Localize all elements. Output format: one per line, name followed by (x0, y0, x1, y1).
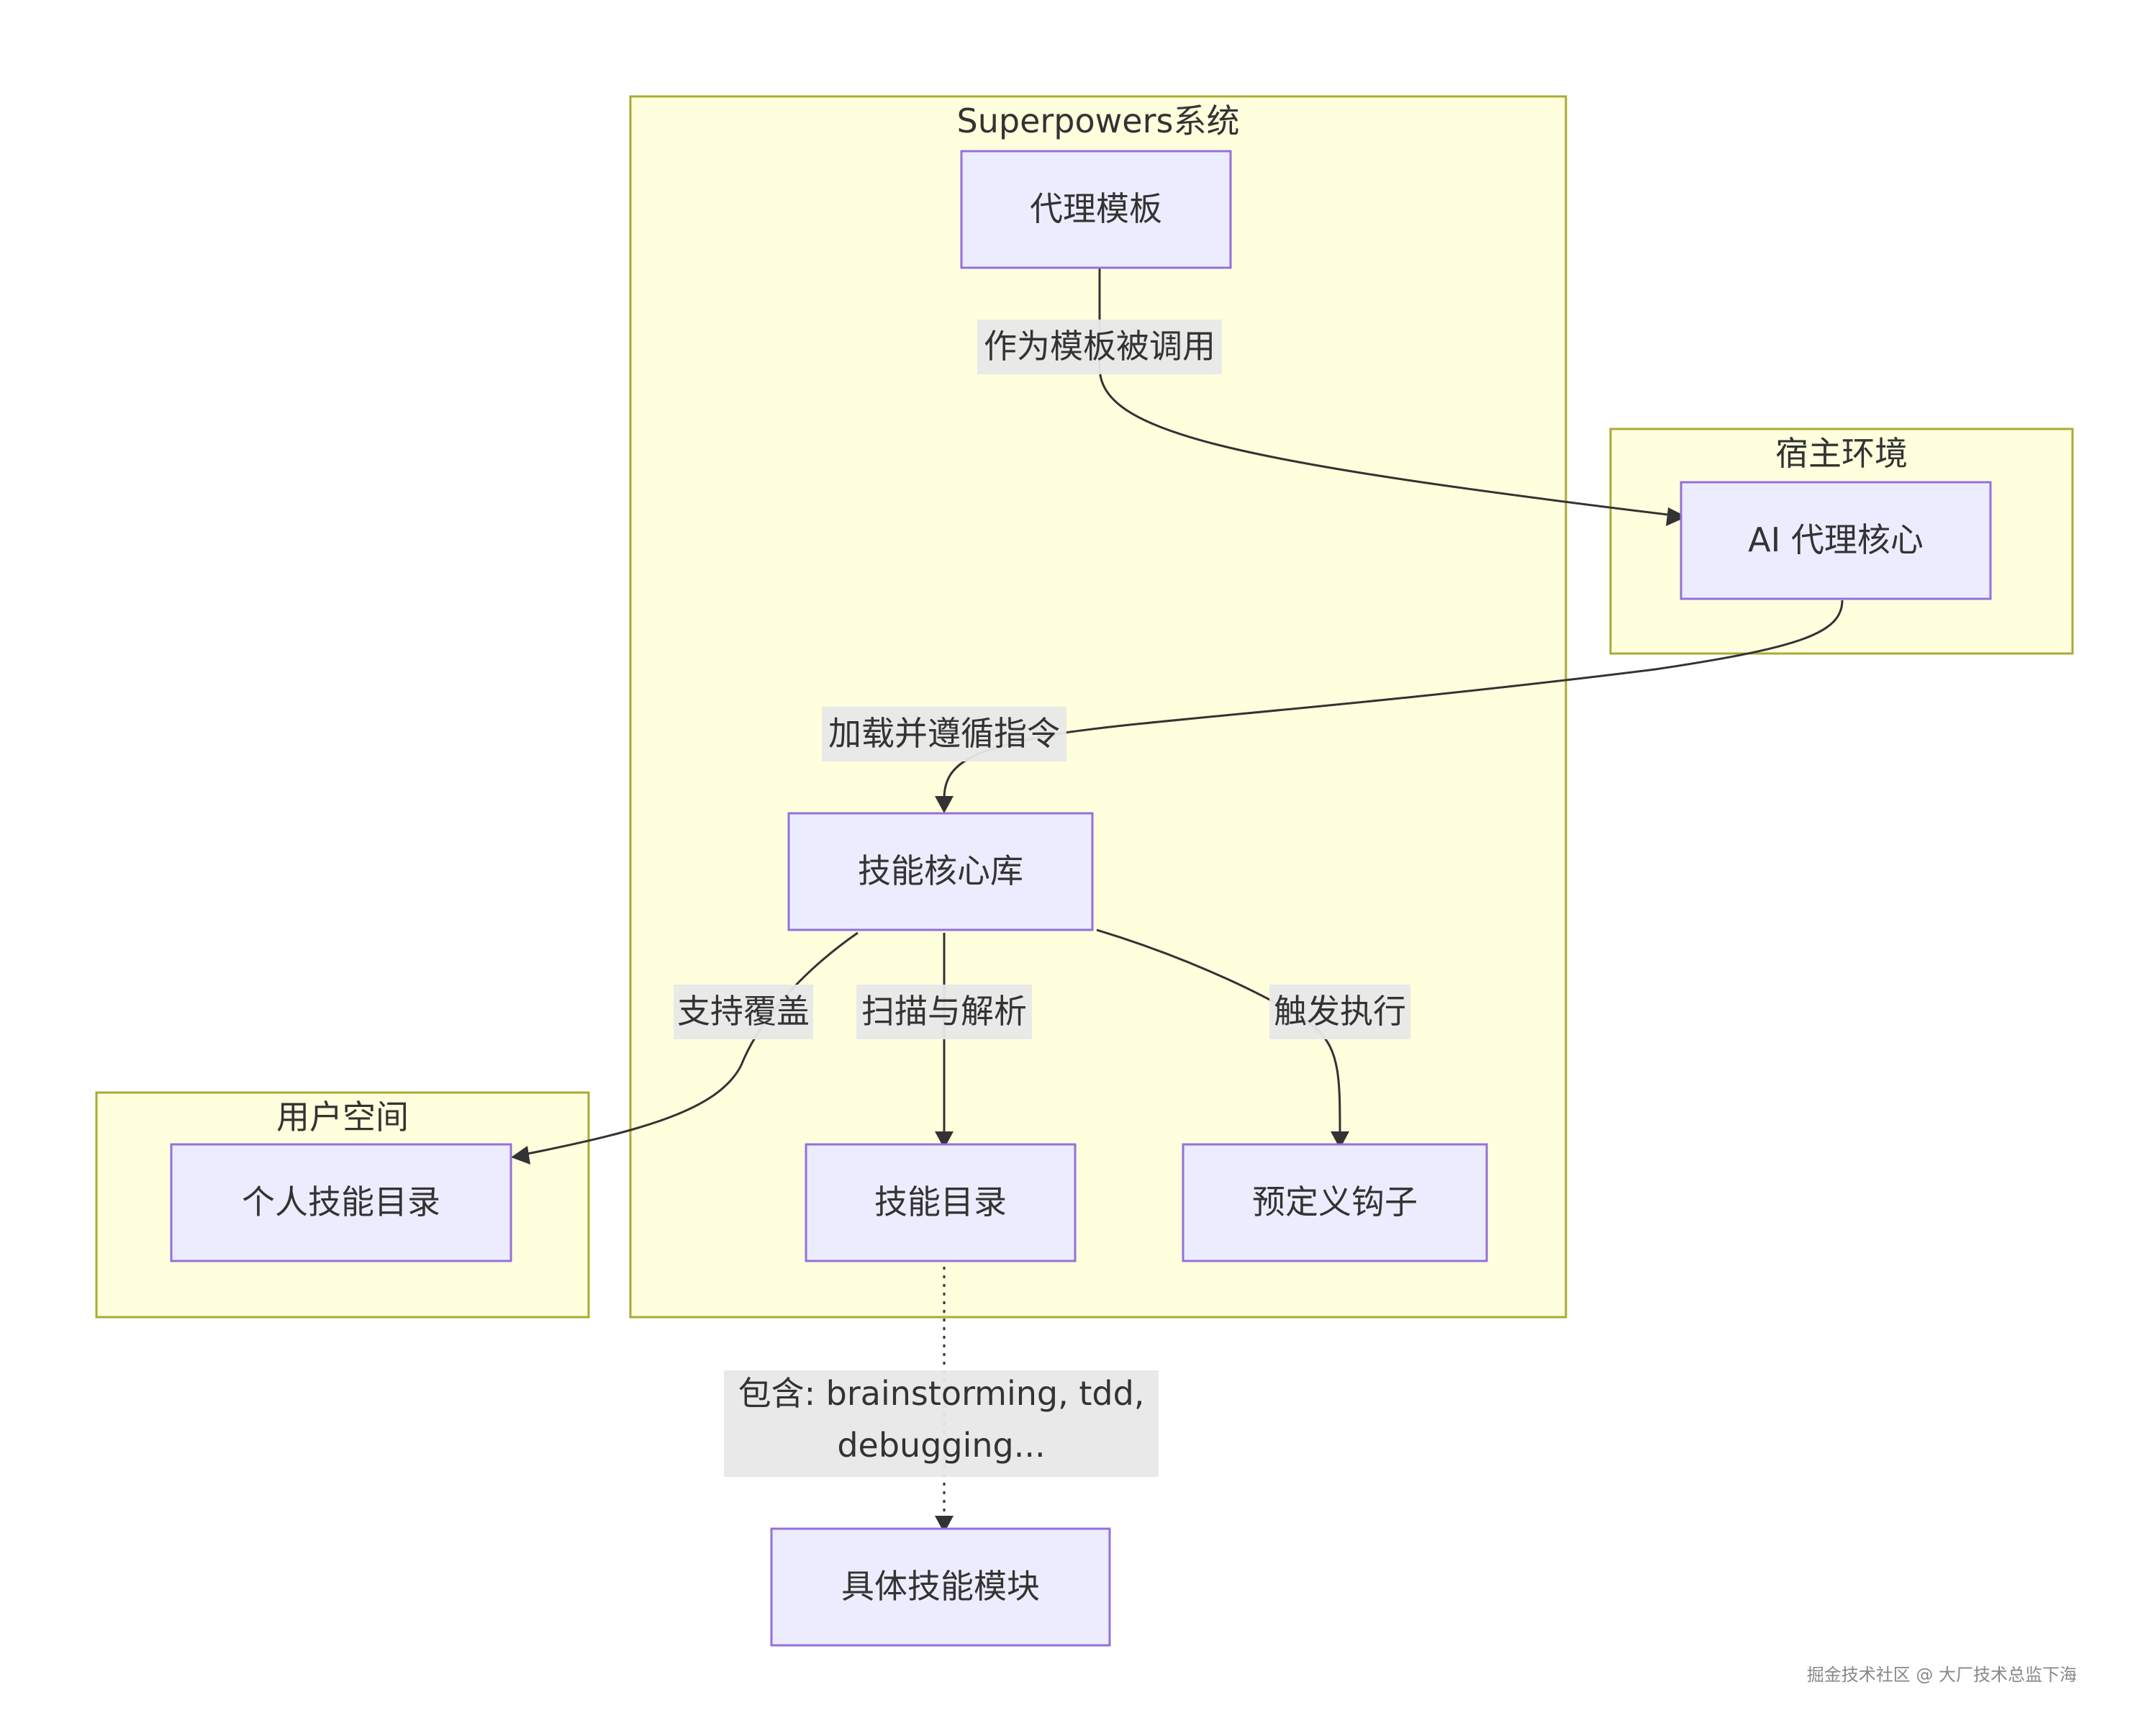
edge-core-to-library-arrowhead (935, 796, 954, 813)
watermark: 掘金技术社区 @ 大厂技术总监下海 (1806, 1665, 2077, 1685)
edge-override-arrowhead (511, 1146, 530, 1165)
cluster-user-title: 用户空间 (276, 1098, 409, 1136)
edge-override (523, 931, 859, 1156)
svg-text:代理模板: 代理模板 (1030, 189, 1162, 228)
cluster-host-title: 宿主环境 (1775, 434, 1908, 473)
node-skill-modules[interactable]: 具体技能模块 (770, 1527, 1111, 1647)
edge-contains-arrowhead (935, 1516, 954, 1533)
edge-label-scan-parse: 扫描与解析 (856, 985, 1032, 1039)
svg-text:支持覆盖: 支持覆盖 (677, 992, 810, 1031)
edge-label-contains-line2: debugging... (837, 1426, 1045, 1465)
svg-text:技能核心库: 技能核心库 (858, 851, 1023, 890)
edge-label-contains-line1: 包含: brainstorming, tdd, (738, 1374, 1145, 1413)
node-hooks[interactable]: 预定义钩子 (1182, 1143, 1488, 1262)
svg-text:预定义钩子: 预定义钩子 (1252, 1183, 1418, 1221)
edge-scan-parse-arrowhead (935, 1131, 954, 1149)
node-agent-template[interactable]: 代理模板 (960, 150, 1232, 269)
cluster-superpowers-title: Superpowers系统 (957, 101, 1240, 140)
node-skill-core[interactable]: 技能核心库 (787, 812, 1094, 931)
edge-template-to-core-arrowhead (1666, 507, 1687, 526)
edge-label-trigger: 触发执行 (1269, 985, 1410, 1039)
edge-template-to-core (1098, 268, 1686, 518)
svg-text:触发执行: 触发执行 (1274, 992, 1406, 1031)
edge-label-template-to-core: 作为模板被调用 (977, 320, 1222, 374)
svg-text:个人技能目录: 个人技能目录 (242, 1183, 440, 1221)
svg-text:作为模板被调用: 作为模板被调用 (984, 327, 1215, 366)
cluster-superpowers: Superpowers系统 (629, 95, 1567, 1319)
svg-text:具体技能模块: 具体技能模块 (841, 1567, 1040, 1606)
edge-label-core-to-library: 加载并遵循指令 (822, 707, 1066, 761)
edge-label-override: 支持覆盖 (674, 985, 813, 1039)
edge-trigger-arrowhead (1331, 1131, 1349, 1149)
svg-text:AI 代理核心: AI 代理核心 (1748, 520, 1924, 559)
node-personal-skills[interactable]: 个人技能目录 (170, 1143, 512, 1262)
svg-text:加载并遵循指令: 加载并遵循指令 (828, 714, 1060, 753)
edge-label-contains: 包含: brainstorming, tdd, debugging... (724, 1370, 1159, 1477)
node-skill-dir[interactable]: 技能目录 (805, 1143, 1077, 1262)
node-ai-core[interactable]: AI 代理核心 (1680, 481, 1992, 600)
svg-text:扫描与解析: 扫描与解析 (861, 992, 1027, 1031)
svg-text:技能目录: 技能目录 (874, 1183, 1007, 1221)
